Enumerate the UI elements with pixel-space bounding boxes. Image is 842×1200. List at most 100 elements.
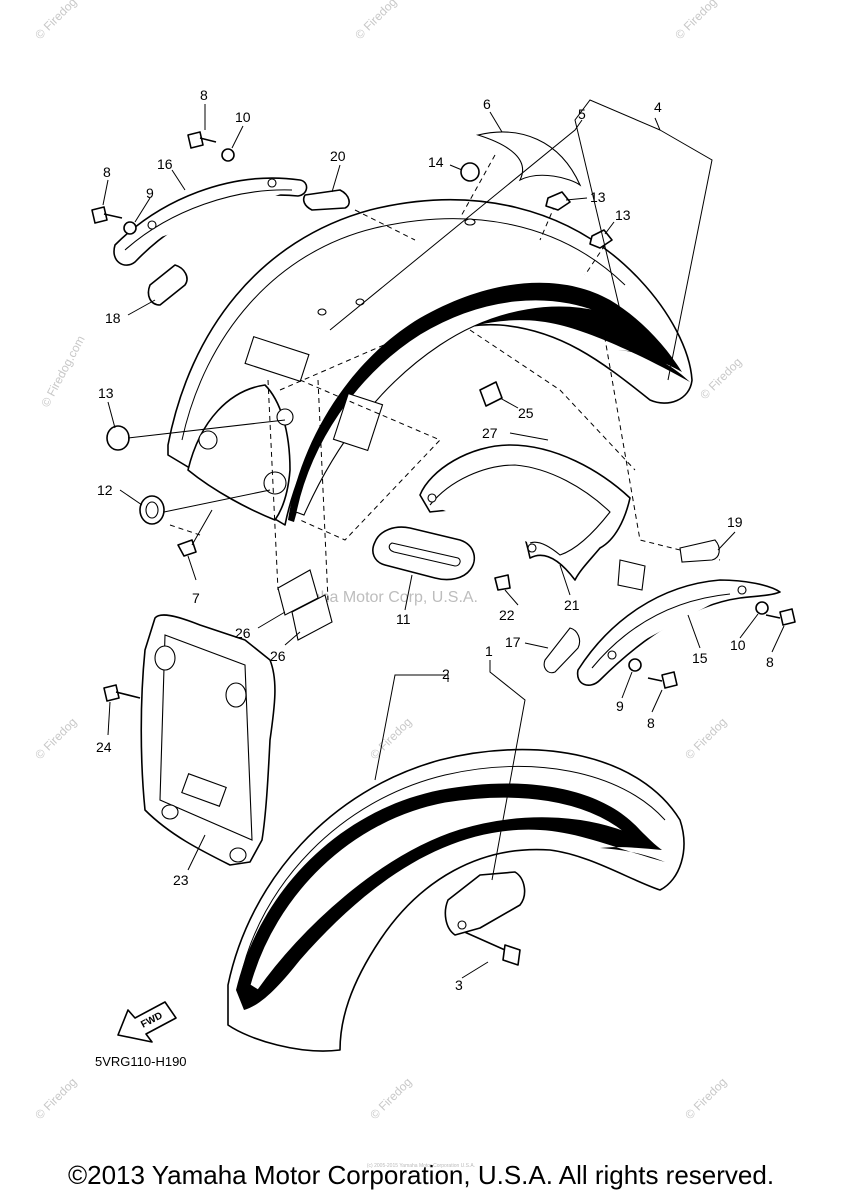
guide-line-rear-6: [354, 209, 416, 241]
side-cover-boss-right: [225, 682, 247, 708]
grommet-13-left: [106, 425, 130, 451]
callout-9-right: 9: [616, 698, 624, 714]
side-cover-boss-top: [154, 645, 176, 671]
callout-10-top: 10: [235, 109, 251, 125]
nut-13-right: [589, 229, 613, 249]
rear-fender-inner-edge: [181, 218, 626, 441]
callout-22: 22: [499, 607, 515, 623]
leader-3: [461, 961, 489, 979]
fender-rail-right-inner: [591, 593, 731, 669]
reflector-lower: [291, 594, 333, 641]
callout-7: 7: [192, 590, 200, 606]
washer-10-top: [221, 148, 235, 162]
leader-lines: [102, 99, 785, 979]
leader-16: [171, 169, 186, 191]
callout-21: 21: [564, 597, 580, 613]
callout-12: 12: [97, 482, 113, 498]
leader-8-lower: [651, 689, 663, 713]
callout-8-top: 8: [200, 87, 208, 103]
watermark-top-right: © Firedog: [672, 0, 719, 42]
watermark-bottom-right: © Firedog: [682, 1075, 729, 1122]
leader-26-a: [257, 611, 286, 629]
copyright-footer: ©2013 Yamaha Motor Corporation, U.S.A. A…: [67, 1160, 775, 1190]
rail-pad-18: [147, 264, 188, 306]
rail-right-hole-front: [737, 585, 747, 595]
callout-17: 17: [505, 634, 521, 650]
callout-20: 20: [330, 148, 346, 164]
callout-24: 24: [96, 739, 112, 755]
front-fender-inner-edge: [239, 766, 666, 981]
side-plate-hole-lower: [263, 471, 287, 495]
washer-10-right: [755, 601, 769, 615]
leader-2: [374, 674, 449, 781]
leader-20: [331, 164, 341, 193]
inner-fender-hole-left: [427, 493, 437, 503]
leader-18: [127, 299, 156, 316]
diagram-code: 5VRG110-H190: [95, 1054, 187, 1069]
guide-line-rear-3: [267, 379, 329, 601]
leader-24: [107, 701, 111, 736]
bolt-22: [494, 574, 511, 591]
watermark-top-left: © Firedog: [32, 0, 79, 42]
guide-line-rear-8: [169, 524, 201, 536]
callout-2: 2: [442, 666, 450, 682]
watermark-bottom-mid: © Firedog: [367, 1075, 414, 1122]
rail-left-hole-front: [267, 178, 277, 188]
leader-15: [687, 614, 701, 649]
side-cover-boss-bottom: [229, 847, 247, 863]
fender-hole-1: [317, 308, 327, 316]
rail-pad-19: [679, 539, 720, 563]
fender-rail-right: [576, 579, 781, 686]
callout-26-b: 26: [270, 648, 286, 664]
guide-line-rear-2: [299, 379, 441, 541]
callout-3: 3: [455, 977, 463, 993]
bolt-3: [459, 929, 521, 966]
washer-9-left: [123, 221, 137, 235]
grommet-14: [460, 162, 480, 182]
leader-26-b: [284, 631, 301, 646]
callout-23: 23: [173, 872, 189, 888]
rail-pad-20: [302, 189, 350, 211]
rail-pad-17: [543, 627, 581, 674]
callout-1: 1: [485, 643, 493, 659]
leader-19: [717, 531, 736, 551]
guide-line-rear-5: [469, 329, 636, 471]
front-fender-bracket-hole: [457, 920, 467, 930]
inner-fender-tab: [617, 559, 646, 591]
front-fender-bracket: [444, 871, 526, 936]
forward-arrow: FWD: [117, 1001, 177, 1043]
callout-11: 11: [396, 611, 411, 627]
callout-9-left: 9: [146, 185, 154, 201]
leader-25: [499, 397, 519, 409]
leader-9-left: [134, 197, 151, 223]
leader-1: [489, 660, 526, 881]
watermark-side: © Firedog.com: [38, 333, 87, 409]
leader-13-right: [604, 221, 615, 235]
guide-line-rear-1: [279, 324, 431, 391]
bolt-8-lower: [647, 671, 678, 689]
callout-5: 5: [578, 106, 586, 122]
leader-6: [489, 111, 503, 133]
callout-13-right: 13: [615, 207, 631, 223]
tiny-copyright-notice: (c) 2005-2015 Yamaha Motor Corporation U…: [366, 1163, 476, 1169]
leader-22: [504, 589, 519, 606]
callout-13-left: 13: [98, 385, 114, 401]
license-lamp-lens: [388, 542, 461, 567]
watermark-right-lower: © Firedog: [682, 715, 729, 762]
leader-11: [404, 574, 413, 611]
side-cover-slot: [181, 773, 227, 807]
front-fender-stripe: [236, 783, 665, 1010]
inner-fender-hole-right: [527, 543, 537, 553]
leader-7: [187, 509, 213, 581]
callout-25: 25: [518, 405, 534, 421]
callout-16: 16: [157, 156, 173, 172]
leader-13-upper: [565, 197, 588, 201]
bolt-7: [177, 539, 197, 557]
watermark-bottom-left: © Firedog: [32, 1075, 79, 1122]
nut-13-upper: [545, 191, 571, 211]
leader-17: [524, 642, 549, 649]
callout-8-right: 8: [766, 654, 774, 670]
tank-decal: [475, 131, 582, 187]
fender-rail-left-inner: [124, 189, 293, 251]
